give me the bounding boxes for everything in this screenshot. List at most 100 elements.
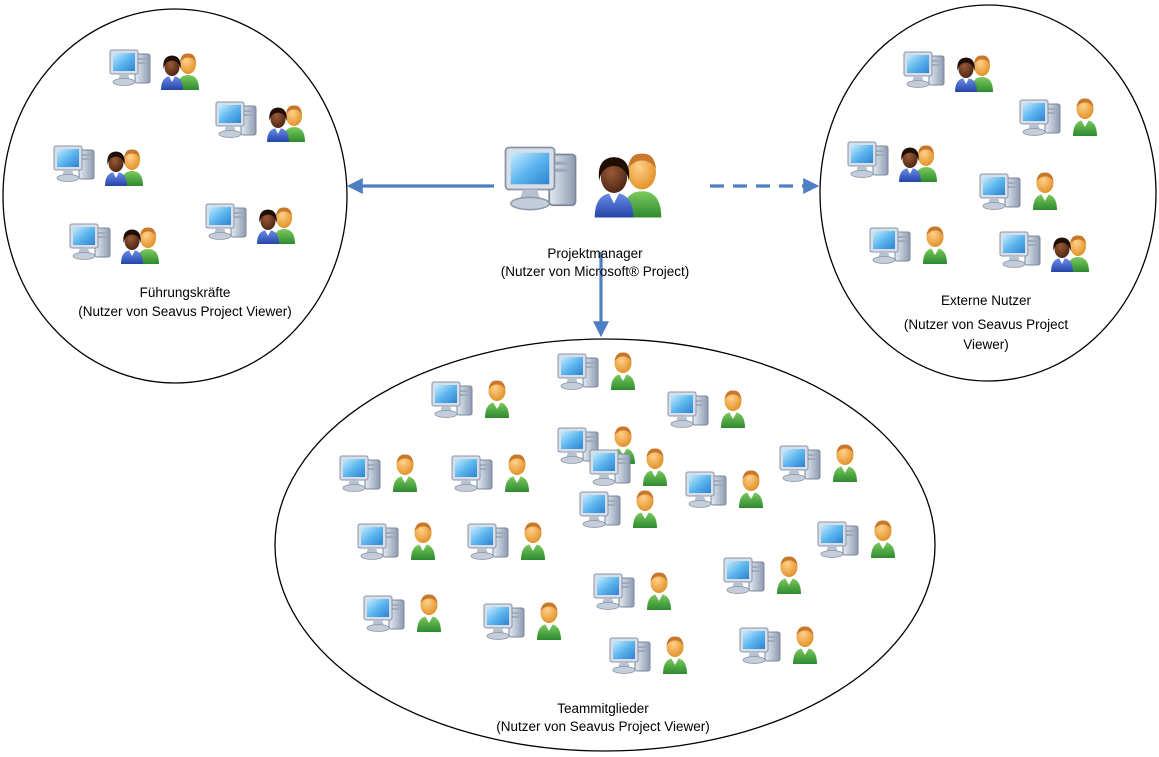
label-externe-nutzer: Externe Nutzer (Nutzer von Seavus Projec… [904,293,1069,352]
group-fuehrungskraefte-ellipse [2,8,348,384]
computer-icon [979,173,1021,210]
user-icon [871,520,895,558]
user-icon [833,444,857,482]
computer-icon [593,573,635,610]
computer-icon [69,223,111,260]
computer-icon [779,445,821,482]
group-subtitle: (Nutzer von Seavus Project Viewer) [78,304,292,319]
computer-icon [999,231,1041,268]
users-pair-icon [257,207,295,244]
computer-icon [215,101,257,138]
computer-icon [557,353,599,390]
users-pair-icon [267,105,305,142]
teammitglieder-node [451,454,529,492]
group-title: Teammitglieder [557,701,649,716]
group-title: Führungskräfte [140,285,231,300]
user-icon [923,226,947,264]
user-icon [633,490,657,528]
externe-nutzer-node [847,141,937,182]
computer-icon [847,141,889,178]
users-pair-icon [594,153,662,218]
users-pair-icon [1051,235,1089,272]
teammitglieder-node [593,572,671,610]
externe-nutzer-node [903,51,993,92]
user-icon [505,454,529,492]
computer-icon [431,381,473,418]
computer-icon [109,49,151,86]
computer-icon [451,455,493,492]
computer-icon [817,521,859,558]
group-title: Externe Nutzer [941,293,1032,308]
fuehrungskraefte-node [53,145,143,186]
user-icon [521,522,545,560]
computer-icon [339,455,381,492]
teammitglieder-node [667,390,745,428]
computer-icon [483,603,525,640]
user-icon [663,636,687,674]
user-icon [1073,98,1097,136]
user-icon [537,602,561,640]
user-icon [647,572,671,610]
user-icon [739,470,763,508]
users-pair-icon [121,227,159,264]
computer-icon [869,227,911,264]
computer-icon [685,471,727,508]
user-icon [721,390,745,428]
fuehrungskraefte-node [109,49,199,90]
user-icon [485,380,509,418]
user-icon [393,454,417,492]
user-icon [1033,172,1057,210]
group-subtitle: (Nutzer von Seavus Project [904,317,1069,332]
label-projektmanager: Projektmanager (Nutzer von Microsoft® Pr… [501,246,690,279]
group-subtitle: (Nutzer von Seavus Project Viewer) [496,719,710,734]
user-icon [417,594,441,632]
user-icon [777,556,801,594]
externe-nutzer-node [979,172,1057,210]
group-title: Projektmanager [547,246,643,261]
externe-nutzer-node [869,226,947,264]
teammitglieder-node [483,602,561,640]
projektmanager-node [504,146,662,218]
group-subtitle-cont: Viewer) [963,337,1009,352]
computer-icon [609,637,651,674]
teammitglieder-node [739,626,817,664]
computer-icon [667,391,709,428]
externe-nutzer-node [999,231,1089,272]
teammitglieder-node [357,522,435,560]
teammitglieder-node [557,352,635,390]
computer-icon [504,146,577,211]
group-teammitglieder-ellipse [274,338,936,752]
computer-icon [723,557,765,594]
teammitglieder-node [431,380,509,418]
user-icon [411,522,435,560]
computer-icon [739,627,781,664]
computer-icon [1019,99,1061,136]
label-teammitglieder: Teammitglieder (Nutzer von Seavus Projec… [496,701,710,734]
computer-icon [205,203,247,240]
teammitglieder-node [685,470,763,508]
fuehrungskraefte-node [69,223,159,264]
users-pair-icon [899,145,937,182]
user-icon [793,626,817,664]
teammitglieder-node [817,520,895,558]
computer-icon [357,523,399,560]
user-icon [643,448,667,486]
computer-icon [589,449,631,486]
fuehrungskraefte-node [215,101,305,142]
teammitglieder-node [363,594,441,632]
teammitglieder-node [609,636,687,674]
computer-icon [903,51,945,88]
users-pair-icon [955,55,993,92]
computer-icon [467,523,509,560]
teammitglieder-node [579,490,657,528]
users-pair-icon [161,53,199,90]
computer-icon [579,491,621,528]
teammitglieder-node [339,454,417,492]
teammitglieder-node [467,522,545,560]
computer-icon [363,595,405,632]
fuehrungskraefte-node [205,203,295,244]
label-fuehrungskraefte: Führungskräfte (Nutzer von Seavus Projec… [78,285,292,319]
teammitglieder-node [779,444,857,482]
user-icon [611,352,635,390]
